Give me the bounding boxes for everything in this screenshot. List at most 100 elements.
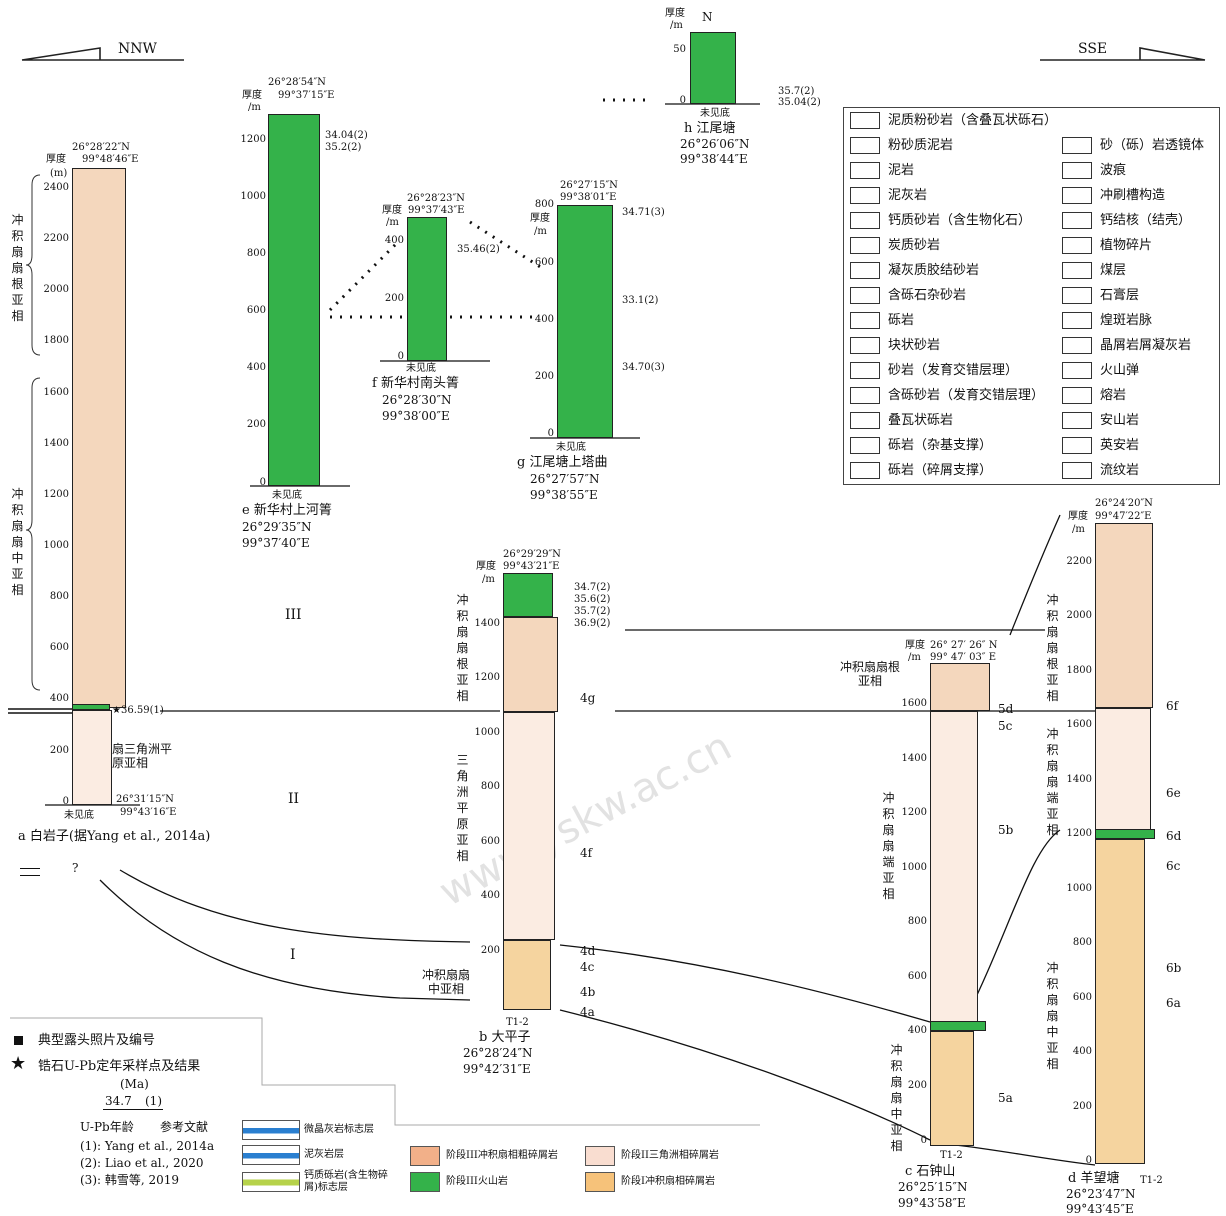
sample-underline (103, 1109, 163, 1110)
section-h-tick-50: 50 (673, 44, 686, 55)
section-c-facies-root: 冲积扇扇根亚相 (840, 660, 901, 688)
section-c-facies-end: 冲积扇扇端亚相 (882, 791, 895, 901)
star-icon: ★ (10, 1053, 27, 1074)
stage2-delta-swatch (585, 1146, 615, 1166)
stage3-coarse-label: 阶段III冲积扇相粗碎屑岩 (446, 1150, 558, 1161)
section-a-lon-top: 99°48′46″E (82, 154, 139, 165)
section-a-lon-bot: 99°43′16″E (120, 807, 177, 818)
marker-marl-swatch (242, 1145, 300, 1165)
section-a-bottom-unseen: 未见底 (64, 810, 94, 821)
section-d-facies-end: 冲积扇扇端亚相 (1046, 727, 1059, 837)
section-c-unit: /m (908, 652, 921, 663)
section-e-bottom-unseen: 未见底 (272, 490, 302, 501)
section-d-photo-6f: 6f (1166, 699, 1179, 713)
section-g-column (557, 205, 613, 438)
marker-marl-label: 泥灰岩层 (304, 1149, 344, 1160)
stage1-fan-swatch (585, 1172, 615, 1192)
section-a-facies-delta: 扇三角洲平原亚相 (112, 742, 173, 770)
section-a-lat-bot: 26°31′15″N (116, 794, 174, 805)
section-b-volcanic (503, 573, 553, 617)
ref-1: (1): Yang et al., 2014a (80, 1139, 215, 1153)
section-g-bottom-unseen: 未见底 (556, 442, 586, 453)
section-h-north: N (702, 10, 713, 24)
section-h-age-2: 35.04(2) (778, 97, 821, 108)
section-f-name: f 新华村南头箐 (372, 376, 459, 391)
section-a-unit: (m) (50, 168, 68, 179)
section-a-unknown-mark (20, 868, 40, 876)
section-d-end (1095, 708, 1151, 830)
stage3-volcanic-label: 阶段III火山岩 (446, 1176, 508, 1187)
section-h-bottom-unseen: 未见底 (700, 108, 730, 119)
section-d-lon: 99°43′45″E (1066, 1202, 1134, 1216)
section-e-lat: 26°29′35″N (242, 520, 312, 534)
section-c-lon-top: 99° 47′ 03″ E (930, 652, 997, 663)
section-f-unit: /m (386, 217, 399, 228)
section-a-column-lower (72, 710, 112, 805)
section-g-thickness: 厚度 (530, 213, 550, 224)
section-c-photo-5a: 5a (998, 1091, 1013, 1105)
section-b-lon: 99°42′31″E (463, 1062, 531, 1076)
section-d-photo-6a: 6a (1166, 996, 1181, 1010)
photo-square-icon (14, 1036, 23, 1045)
section-h-lon: 99°38′44″E (680, 152, 748, 166)
sample-ref: (1) (145, 1094, 162, 1108)
marker-calcareous-label: 钙质砾岩(含生物碎屑)标志层 (304, 1170, 388, 1193)
section-f-thickness: 厚度 (382, 205, 402, 216)
section-e-name: e 新华村上河箐 (242, 503, 332, 518)
section-c-end (930, 711, 978, 1023)
section-a-age: ★36.59(1) (112, 705, 164, 716)
section-a-name: a 白岩子(据Yang et al., 2014a) (18, 829, 211, 844)
section-c-thickness: 厚度 (905, 640, 925, 651)
section-h-lat: 26°26′06″N (680, 137, 750, 151)
section-b-photo-4c: 4c (580, 960, 595, 974)
section-g-age-3: 34.70(3) (622, 362, 665, 373)
section-f-column (407, 217, 447, 361)
section-f-lon: 99°38′00″E (382, 409, 450, 423)
section-e-column (268, 114, 320, 486)
section-d-thickness: 厚度 (1068, 511, 1088, 522)
section-h-age-1: 35.7(2) (778, 86, 815, 97)
section-c-marker-bed (930, 1021, 986, 1031)
section-d-photo-6d: 6d (1166, 829, 1182, 843)
section-a-marker-bed (72, 704, 110, 710)
section-c-lat-top: 26° 27′ 26″ N (930, 640, 998, 651)
section-d-root (1095, 523, 1153, 708)
section-b-lat-top: 26°29′29″N (503, 549, 561, 560)
section-d-marker-bed (1095, 829, 1155, 839)
marker-calcareous-swatch (242, 1172, 300, 1192)
section-f-bottom-unseen: 未见底 (406, 363, 436, 374)
section-e-age-1: 34.04(2) (325, 130, 368, 141)
section-h-thickness: 厚度 (665, 8, 685, 19)
stage3-volcanic-swatch (410, 1172, 440, 1192)
section-d-name: d 羊望塘 (1068, 1171, 1120, 1186)
section-b-root (503, 617, 558, 712)
section-b-photo-4b: 4b (580, 985, 596, 999)
marker-micrite-label: 微晶灰岩标志层 (304, 1124, 374, 1135)
upb-label: U-Pb年龄 (80, 1120, 134, 1134)
section-e-lon-top: 99°37′15″E (278, 90, 335, 101)
section-g-lat: 26°27′57″N (530, 472, 600, 486)
section-h-unit: /m (670, 20, 683, 31)
section-b-lon-top: 99°43′21″E (503, 561, 560, 572)
stage3-coarse-swatch (410, 1146, 440, 1166)
section-b-name: b 大平子 (479, 1030, 531, 1045)
section-a-column-upper (72, 168, 126, 708)
section-d-photo-6c: 6c (1166, 859, 1181, 873)
section-b-base: T1-2 (506, 1017, 529, 1028)
section-c-base: T1-2 (940, 1150, 963, 1161)
section-b-unit: /m (482, 574, 495, 585)
ref-3: (3): 韩雪等, 2019 (80, 1173, 180, 1187)
section-d-unit: /m (1072, 524, 1085, 535)
section-e-age-2: 35.2(2) (325, 142, 362, 153)
section-g-lon: 99°38′55″E (530, 488, 598, 502)
section-b-photo-4d: 4d (580, 944, 596, 958)
section-f-age: 35.46(2) (457, 244, 500, 255)
section-g-name: g 江尾塘上塔曲 (517, 455, 608, 470)
section-c-mid (930, 1031, 974, 1146)
section-d-base: T1-2 (1140, 1175, 1163, 1186)
section-b-photo-4g: 4g (580, 691, 596, 705)
sample-age: 34.7 (105, 1094, 132, 1108)
section-b-age-1: 34.7(2) (574, 582, 611, 593)
section-b-thickness: 厚度 (476, 561, 496, 572)
